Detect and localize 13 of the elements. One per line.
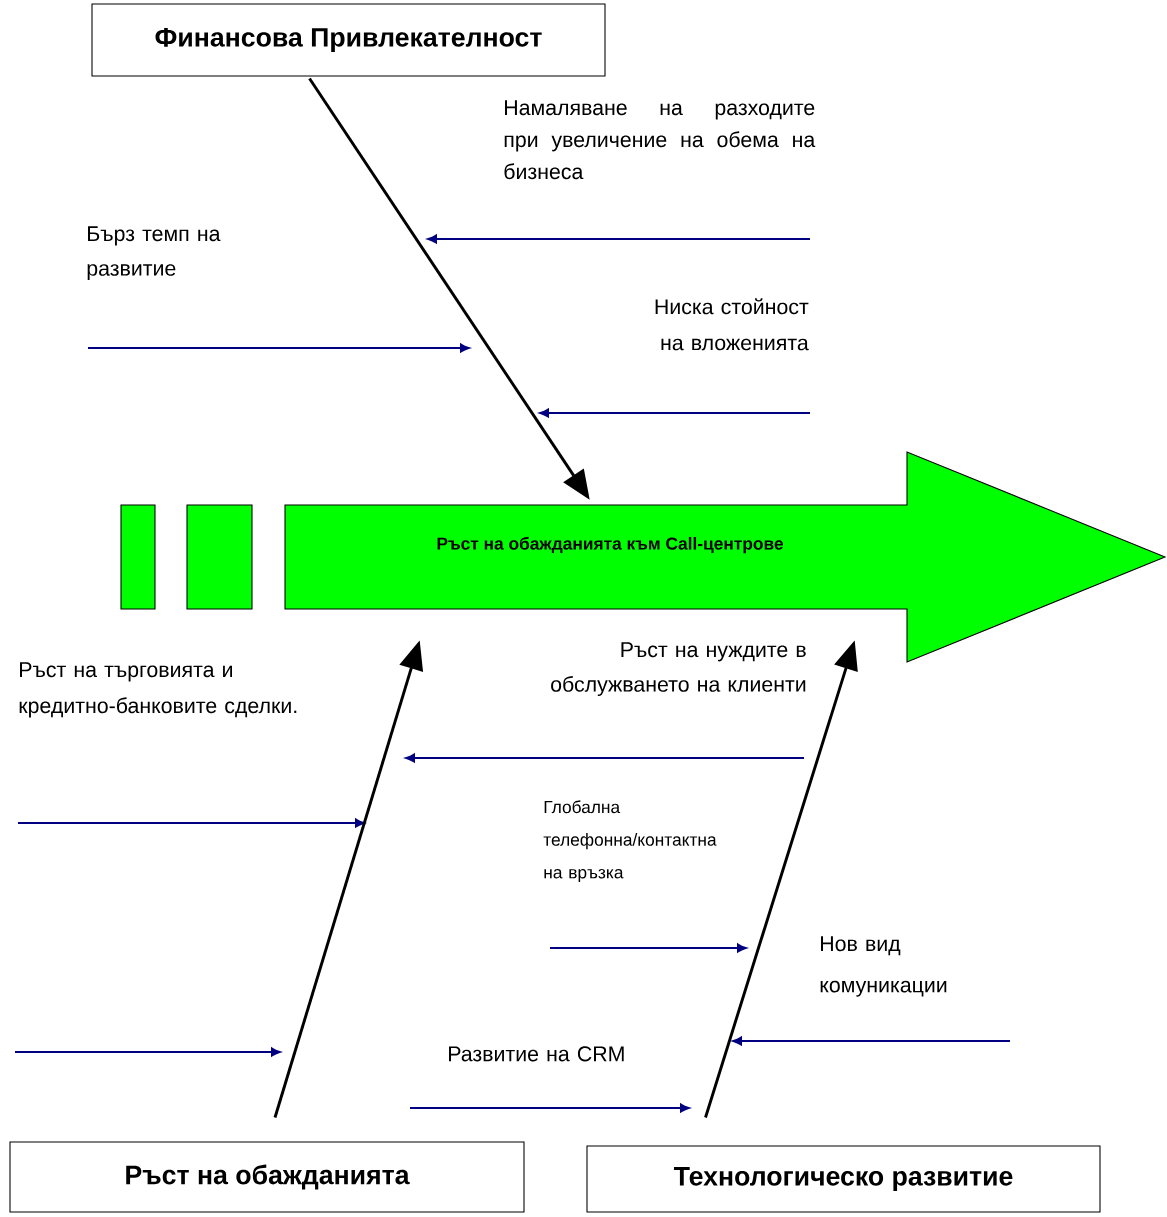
cause-text: Глобална телефонна/контактна на връзка xyxy=(543,800,717,882)
cause-text: Ръст на търговията и кредитно-банковите сделки. xyxy=(19,662,297,718)
arrow-tail-bar xyxy=(186,504,253,610)
cause-text: Ръст на нуждите в обслужването на клиенти xyxy=(551,642,806,697)
cause-text: Нов вид комуникации xyxy=(820,936,947,997)
category-box: Технологическо развитие xyxy=(586,1145,1101,1213)
category-box: Ръст на обажданията xyxy=(9,1141,525,1213)
cause-text: Намаляване на разходите при увеличение на обема на бизнеса xyxy=(504,100,816,180)
cause-text: Бърз темп на развитие xyxy=(87,226,221,281)
cause-text: Ниска стойност на вложенията xyxy=(655,298,809,351)
arrow-tail-bar xyxy=(120,504,156,610)
cause-text: Развитие на CRM xyxy=(449,1046,624,1062)
category-box: Финансова Привлекателност xyxy=(91,3,606,77)
